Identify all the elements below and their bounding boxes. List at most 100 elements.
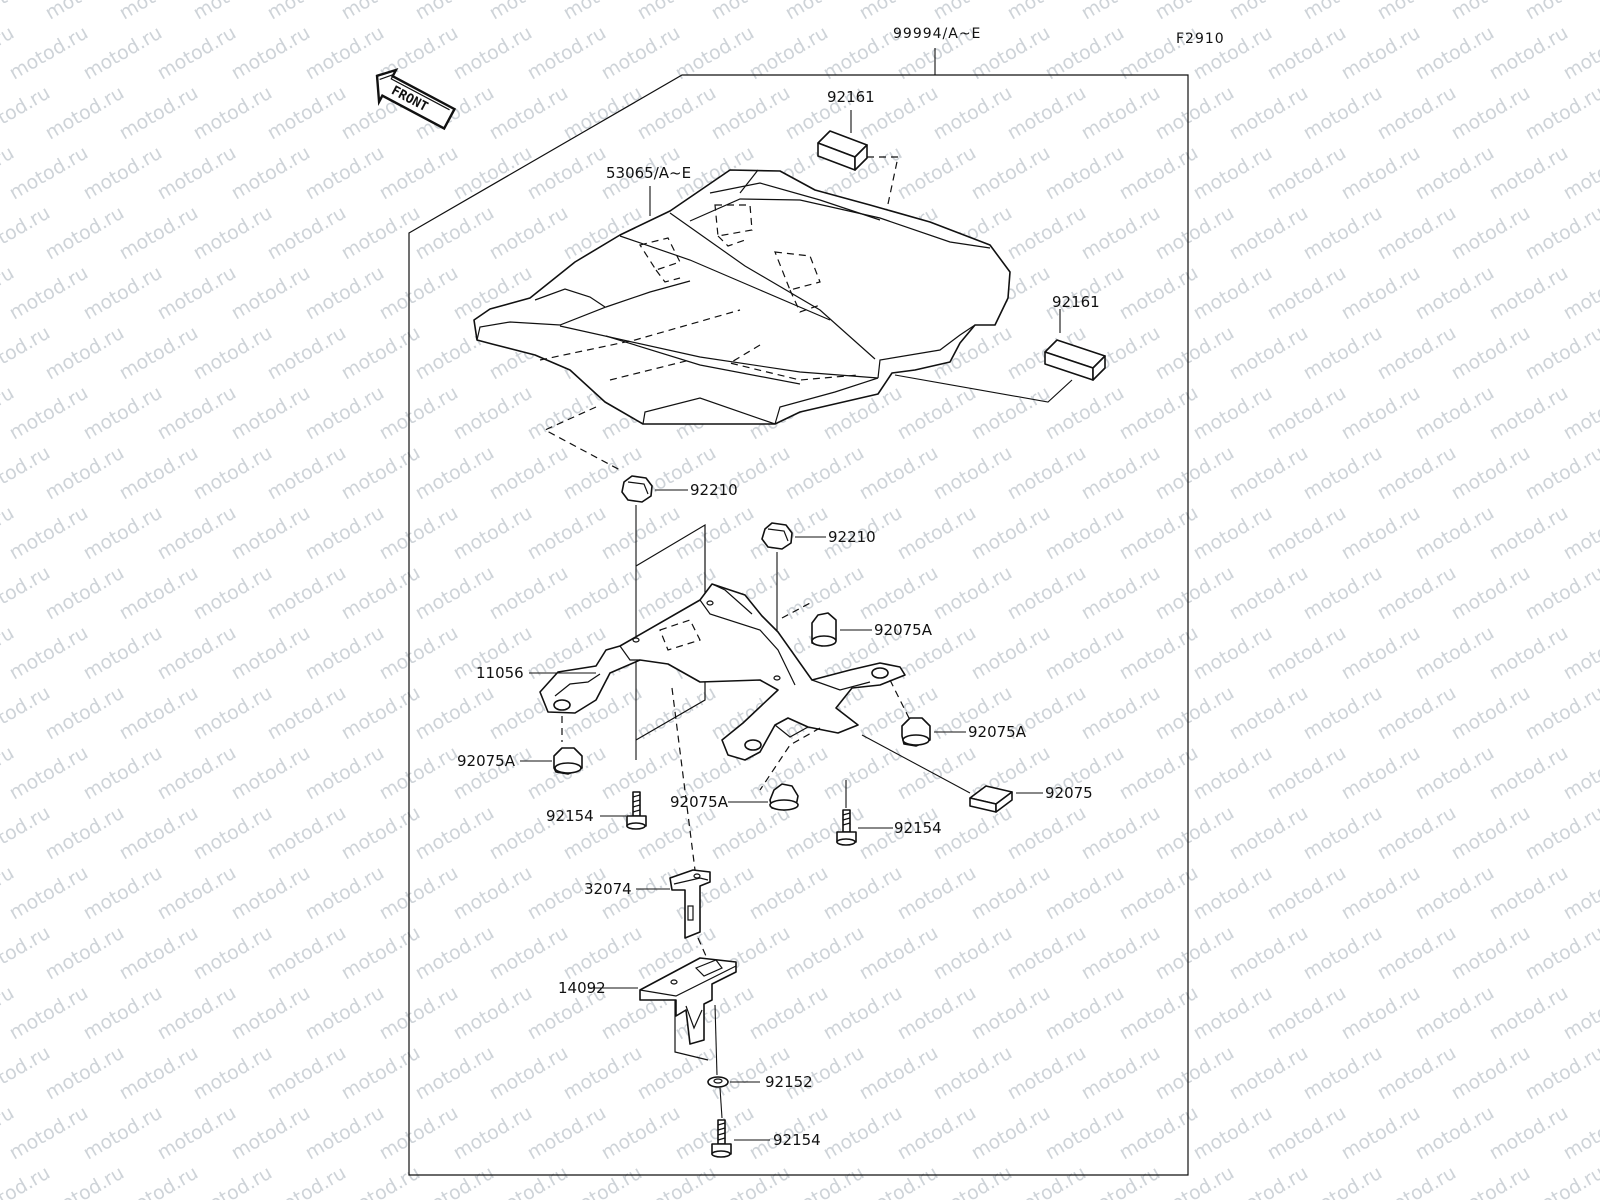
watermark-text: motod.ru bbox=[1116, 1102, 1202, 1165]
watermark-text: motod.ru bbox=[42, 442, 128, 505]
watermark-text: motod.ru bbox=[80, 382, 166, 445]
watermark-text: motod.ru bbox=[1374, 442, 1460, 505]
watermark-text: motod.ru bbox=[1300, 82, 1386, 145]
watermark-text: motod.ru bbox=[80, 862, 166, 925]
label-damper-a4: 92075A bbox=[670, 793, 729, 811]
watermark-text: motod.ru bbox=[1004, 202, 1090, 265]
watermark-text: motod.ru bbox=[856, 562, 942, 625]
watermark-text: motod.ru bbox=[338, 442, 424, 505]
watermark-text: motod.ru bbox=[154, 502, 240, 565]
watermark-text: motod.ru bbox=[634, 1042, 720, 1105]
watermark-text: motod.ru bbox=[302, 742, 388, 805]
watermark-text: motod.ru bbox=[264, 322, 350, 385]
watermark-text: motod.ru bbox=[1226, 802, 1312, 865]
watermark-text: motod.ru bbox=[1374, 322, 1460, 385]
watermark-text: motod.ru bbox=[1374, 562, 1460, 625]
watermark-text: motod.ru bbox=[1300, 802, 1386, 865]
watermark-text: motod.ru bbox=[338, 922, 424, 985]
watermark-text: motod.ru bbox=[376, 262, 462, 325]
watermark-text: motod.ru bbox=[412, 1042, 498, 1105]
watermark-text: motod.ru bbox=[1264, 982, 1350, 1045]
watermark-text: motod.ru bbox=[894, 1102, 980, 1165]
watermark-text: motod.ru bbox=[1004, 442, 1090, 505]
watermark-text: motod.ru bbox=[1486, 742, 1572, 805]
watermark-text: motod.ru bbox=[1522, 322, 1600, 385]
watermark-text: motod.ru bbox=[1264, 262, 1350, 325]
watermark-text: motod.ru bbox=[1412, 262, 1498, 325]
watermark-text: motod.ru bbox=[80, 262, 166, 325]
watermark-text: motod.ru bbox=[1300, 0, 1386, 24]
watermark-text: motod.ru bbox=[1152, 322, 1238, 385]
damper-92075a-2 bbox=[901, 717, 966, 747]
watermark-text: motod.ru bbox=[190, 322, 276, 385]
watermark-text: motod.ru bbox=[42, 802, 128, 865]
watermark-text: motod.ru bbox=[1152, 0, 1238, 24]
watermark-text: motod.ru bbox=[1338, 502, 1424, 565]
watermark-text: motod.ru bbox=[1486, 262, 1572, 325]
watermark-text: motod.ru bbox=[820, 862, 906, 925]
watermark-text: motod.ru bbox=[412, 682, 498, 745]
watermark-text: motod.ru bbox=[0, 1162, 54, 1200]
watermark-text: motod.ru bbox=[1078, 0, 1164, 24]
watermark-text: motod.ru bbox=[0, 202, 54, 265]
watermark-text: motod.ru bbox=[338, 682, 424, 745]
watermark-text: motod.ru bbox=[1338, 862, 1424, 925]
watermark-text: motod.ru bbox=[228, 1102, 314, 1165]
watermark-text: motod.ru bbox=[1116, 742, 1202, 805]
watermark-text: motod.ru bbox=[1522, 802, 1600, 865]
watermark-text: motod.ru bbox=[1300, 1042, 1386, 1105]
watermark-text: motod.ru bbox=[6, 502, 92, 565]
watermark-text: motod.ru bbox=[412, 562, 498, 625]
watermark-text: motod.ru bbox=[302, 982, 388, 1045]
watermark-text: motod.ru bbox=[598, 22, 684, 85]
watermark-text: motod.ru bbox=[1374, 82, 1460, 145]
watermark-text: motod.ru bbox=[190, 1042, 276, 1105]
watermark-text: motod.ru bbox=[450, 862, 536, 925]
watermark-text: motod.ru bbox=[1412, 22, 1498, 85]
watermark-text: motod.ru bbox=[1190, 502, 1276, 565]
watermark-text: motod.ru bbox=[486, 562, 572, 625]
watermark-text: motod.ru bbox=[486, 0, 572, 24]
watermark-text: motod.ru bbox=[190, 922, 276, 985]
watermark-text: motod.ru bbox=[560, 82, 646, 145]
seat-cover bbox=[473, 169, 1011, 425]
watermark-text: motod.ru bbox=[1264, 142, 1350, 205]
watermark-text: motod.ru bbox=[1190, 262, 1276, 325]
watermark-text: motod.ru bbox=[634, 802, 720, 865]
watermark-text: motod.ru bbox=[856, 0, 942, 24]
watermark-text: motod.ru bbox=[1042, 142, 1128, 205]
watermark-text: motod.ru bbox=[486, 442, 572, 505]
watermark-text: motod.ru bbox=[1522, 442, 1600, 505]
watermark-text: motod.ru bbox=[264, 202, 350, 265]
watermark-text: motod.ru bbox=[450, 382, 536, 445]
watermark-text: motod.ru bbox=[264, 1042, 350, 1105]
plate-32074 bbox=[636, 687, 711, 939]
watermark-text: motod.ru bbox=[450, 982, 536, 1045]
damper-92075a-1 bbox=[811, 612, 872, 647]
watermark-text: motod.ru bbox=[1004, 922, 1090, 985]
watermark-text: motod.ru bbox=[264, 1162, 350, 1200]
watermark-text: motod.ru bbox=[1412, 142, 1498, 205]
watermark-text: motod.ru bbox=[1522, 82, 1600, 145]
label-plate: 32074 bbox=[584, 880, 632, 898]
watermark-text: motod.ru bbox=[338, 1162, 424, 1200]
watermark-text: motod.ru bbox=[486, 922, 572, 985]
watermark-text: motod.ru bbox=[708, 802, 794, 865]
watermark-text: motod.ru bbox=[1264, 382, 1350, 445]
nut-92210-left bbox=[621, 475, 688, 760]
watermark-text: motod.ru bbox=[930, 442, 1016, 505]
watermark-text: motod.ru bbox=[338, 0, 424, 24]
watermark-text: motod.ru bbox=[1448, 562, 1534, 625]
watermark-text: motod.ru bbox=[1338, 1102, 1424, 1165]
watermark-text: motod.ru bbox=[894, 502, 980, 565]
watermark-text: motod.ru bbox=[116, 562, 202, 625]
watermark-text: motod.ru bbox=[1486, 502, 1572, 565]
watermark-text: motod.ru bbox=[264, 562, 350, 625]
watermark-text: motod.ru bbox=[1004, 802, 1090, 865]
watermark-text: motod.ru bbox=[1374, 802, 1460, 865]
watermark-text: motod.ru bbox=[42, 922, 128, 985]
watermark-text: motod.ru bbox=[376, 1102, 462, 1165]
watermark-text: motod.ru bbox=[1412, 862, 1498, 925]
damper-92075 bbox=[861, 734, 1043, 813]
watermark-text: motod.ru bbox=[302, 502, 388, 565]
